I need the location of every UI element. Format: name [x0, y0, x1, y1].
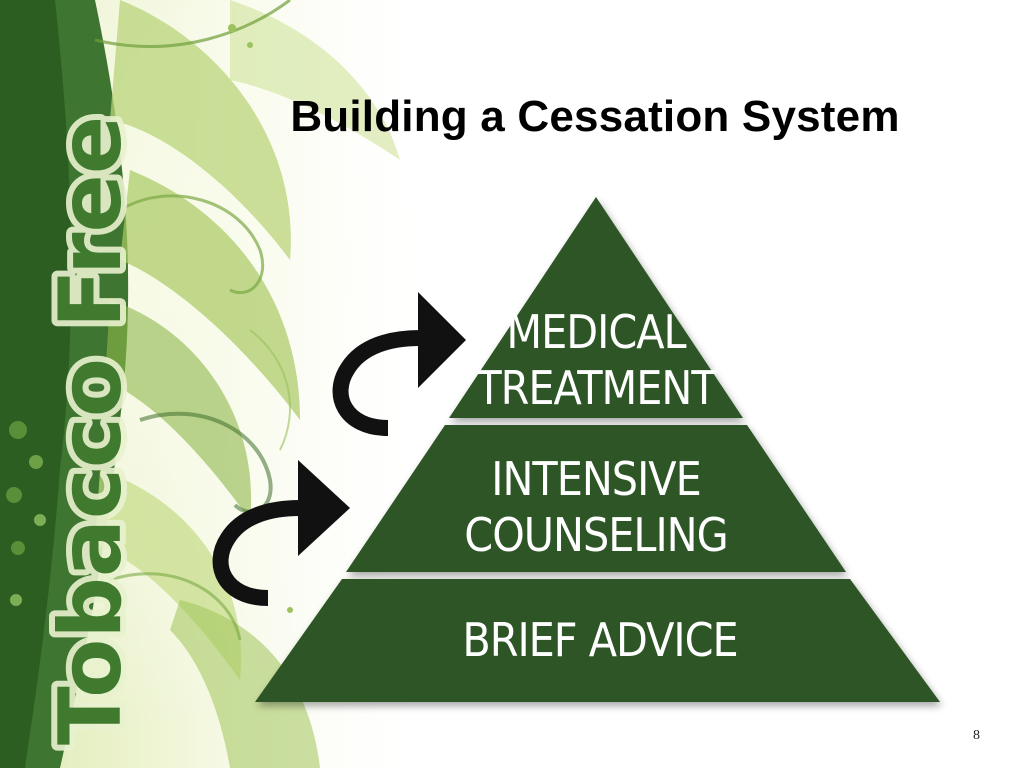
page-number: 8 — [973, 728, 980, 743]
pyramid-tier-bottom — [255, 579, 940, 702]
curved-arrow-up-right-icon — [212, 460, 350, 606]
slide-title: Building a Cessation System — [290, 92, 900, 141]
tier-label-medical: MEDICAL — [506, 305, 686, 359]
tier-label-brief-advice: BRIEF ADVICE — [462, 613, 737, 667]
tier-label-treatment: TREATMENT — [475, 361, 717, 415]
curved-arrow-up-right-icon — [332, 292, 466, 436]
pyramid-tier-top — [449, 197, 743, 418]
tier-label-intensive: INTENSIVE — [491, 452, 700, 506]
logo-text: Tobacco Free — [41, 116, 141, 745]
pyramid-tier-middle — [346, 425, 846, 572]
logo-text-fill: Tobacco Free — [41, 116, 141, 745]
tier-label-counseling: COUNSELING — [464, 508, 727, 562]
